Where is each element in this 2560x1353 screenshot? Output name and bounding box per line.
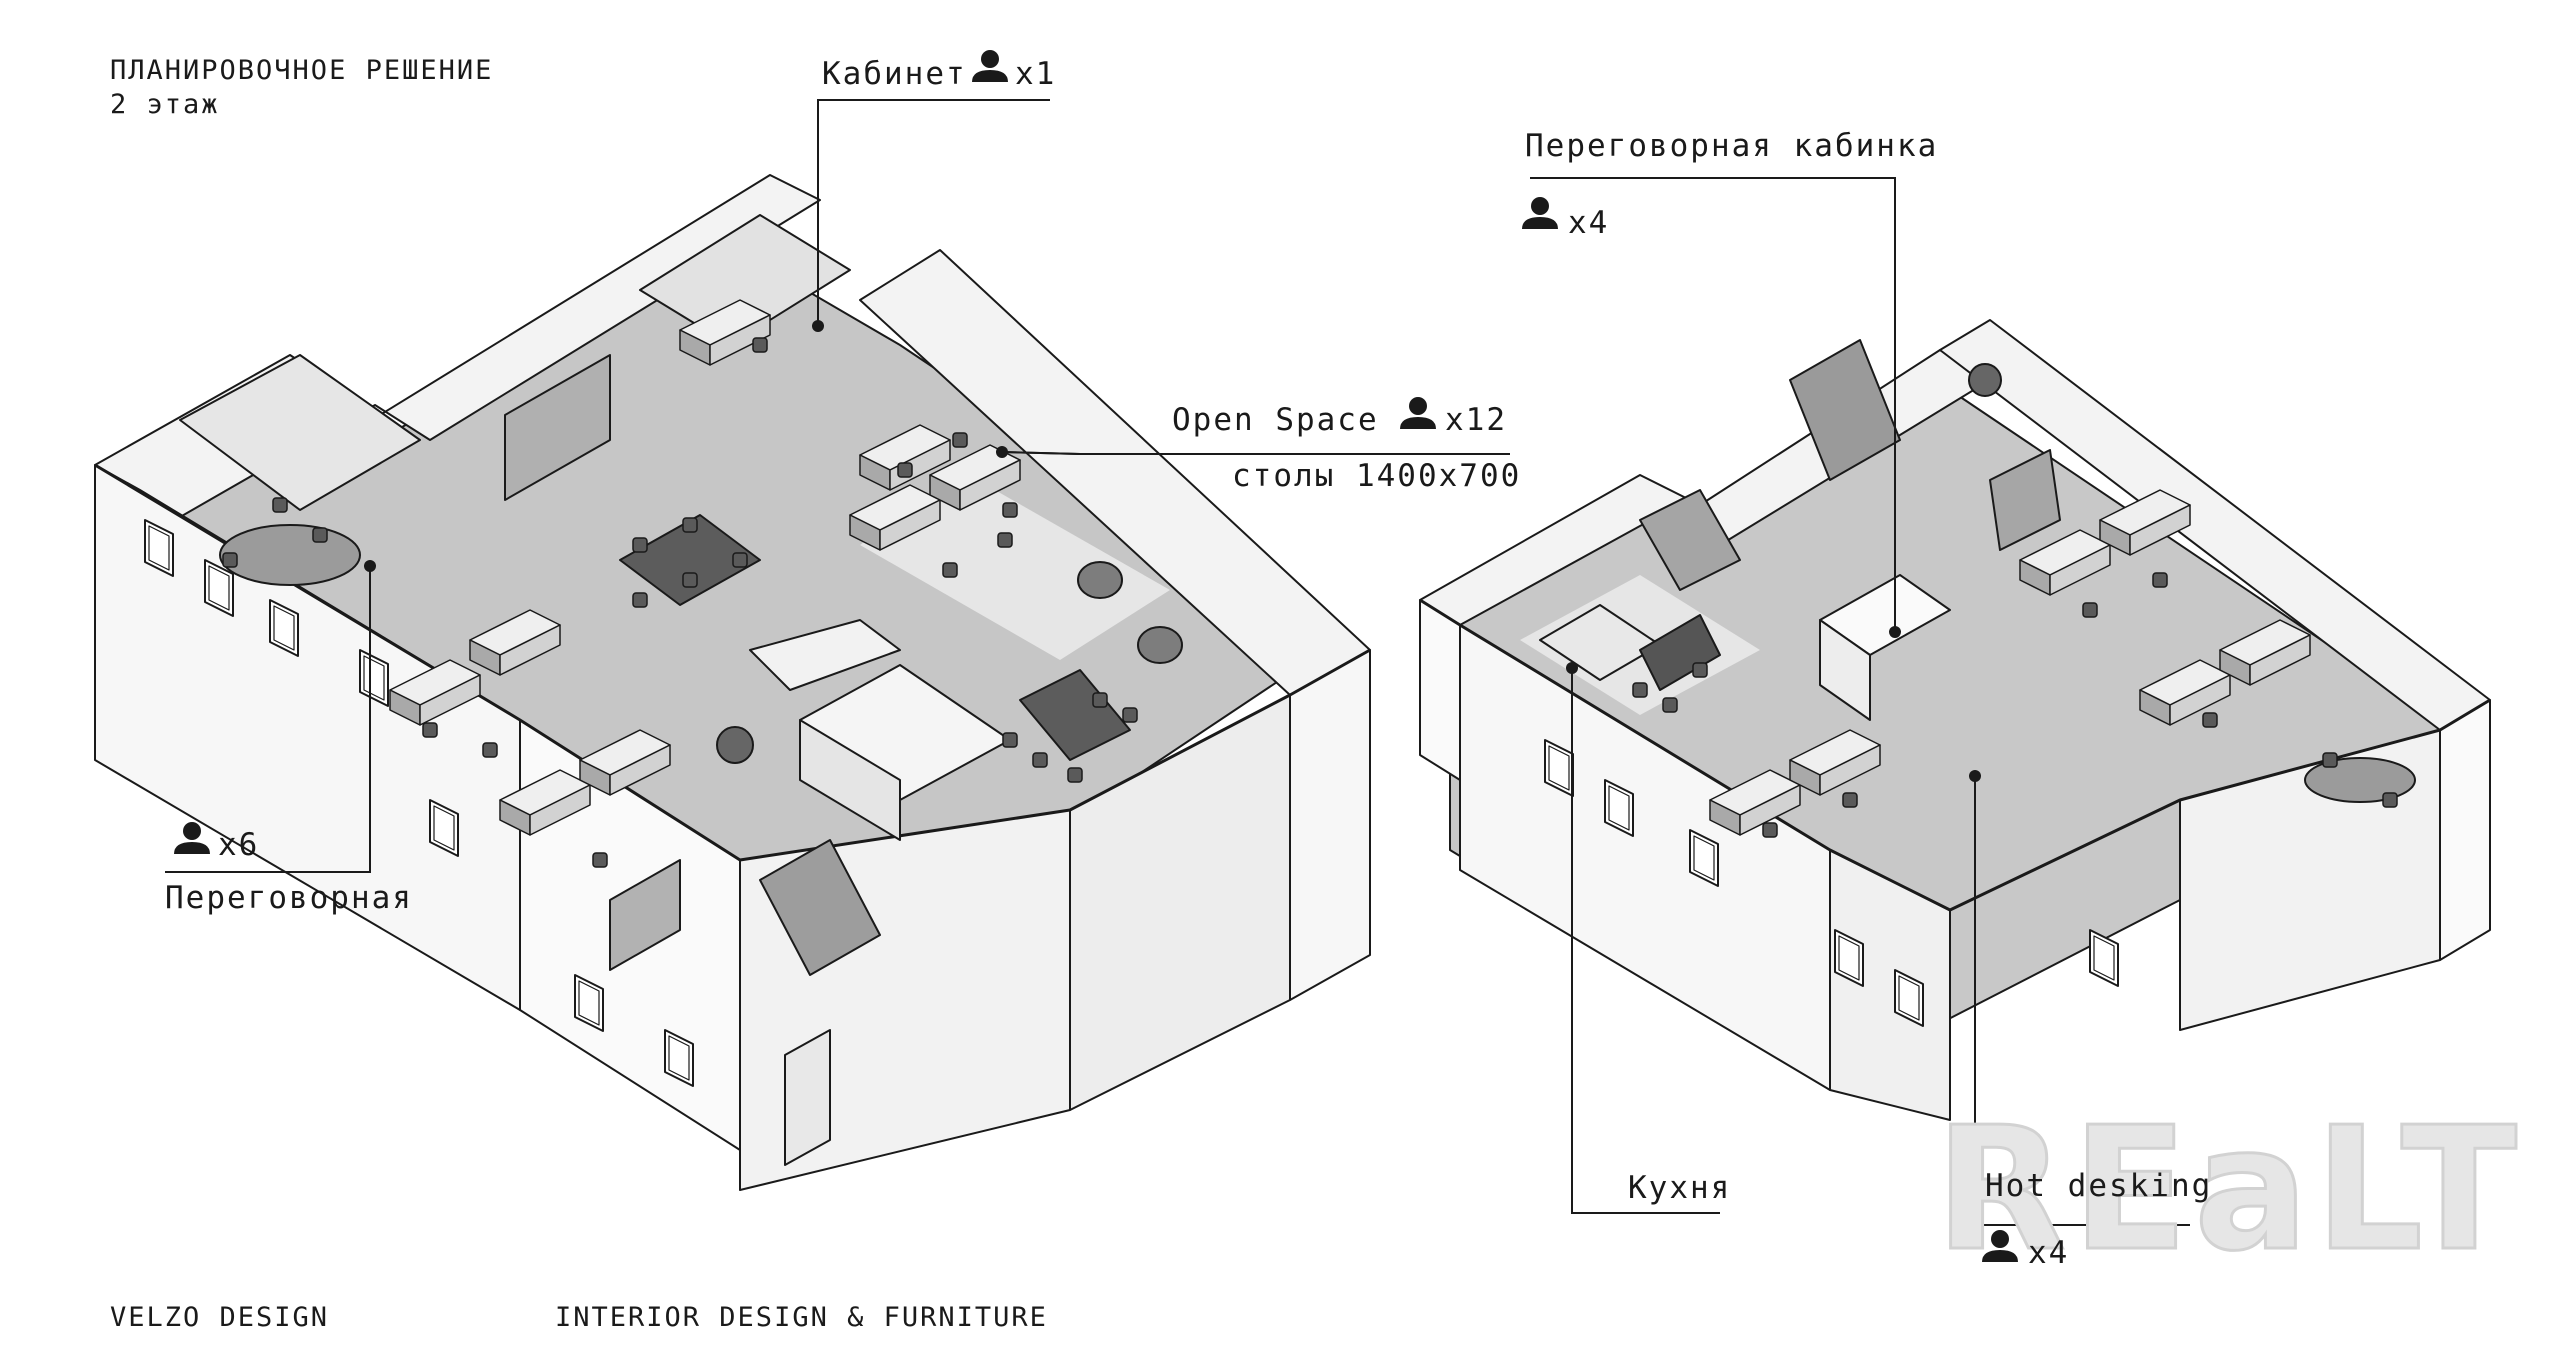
label-meeting-room: Переговорная <box>165 880 413 916</box>
label-hot-desking-count: x4 <box>2028 1235 2070 1271</box>
plan-title: ПЛАНИРОВОЧНОЕ РЕШЕНИЕ <box>110 55 494 86</box>
person-icon <box>972 50 1008 82</box>
label-open-space-count: x12 <box>1445 402 1507 438</box>
left-plan <box>94 174 1371 1191</box>
floor-label: 2 этаж <box>110 89 220 120</box>
label-open-space: Open Space <box>1172 402 1379 438</box>
watermark-logo: REaLT <box>1934 1091 2523 1289</box>
leader-dots <box>364 320 1981 782</box>
person-icon <box>1400 397 1436 429</box>
person-icon <box>1522 197 1558 229</box>
label-meeting-booth-count: x4 <box>1568 205 1610 241</box>
label-hot-desking: Hot desking <box>1985 1168 2213 1204</box>
label-meeting-booth: Переговорная кабинка <box>1525 128 1939 164</box>
label-kitchen: Кухня <box>1628 1170 1732 1206</box>
label-open-space-desks: столы 1400x700 <box>1232 458 1522 494</box>
label-cabinet: Кабинет <box>822 56 967 92</box>
right-plan <box>1419 319 2491 1121</box>
label-cabinet-count: x1 <box>1015 56 1057 92</box>
footer-tagline: INTERIOR DESIGN & FURNITURE <box>555 1302 1048 1333</box>
footer-studio: VELZO DESIGN <box>110 1302 330 1333</box>
person-icon <box>174 822 210 854</box>
label-meeting-room-count: x6 <box>218 827 260 863</box>
